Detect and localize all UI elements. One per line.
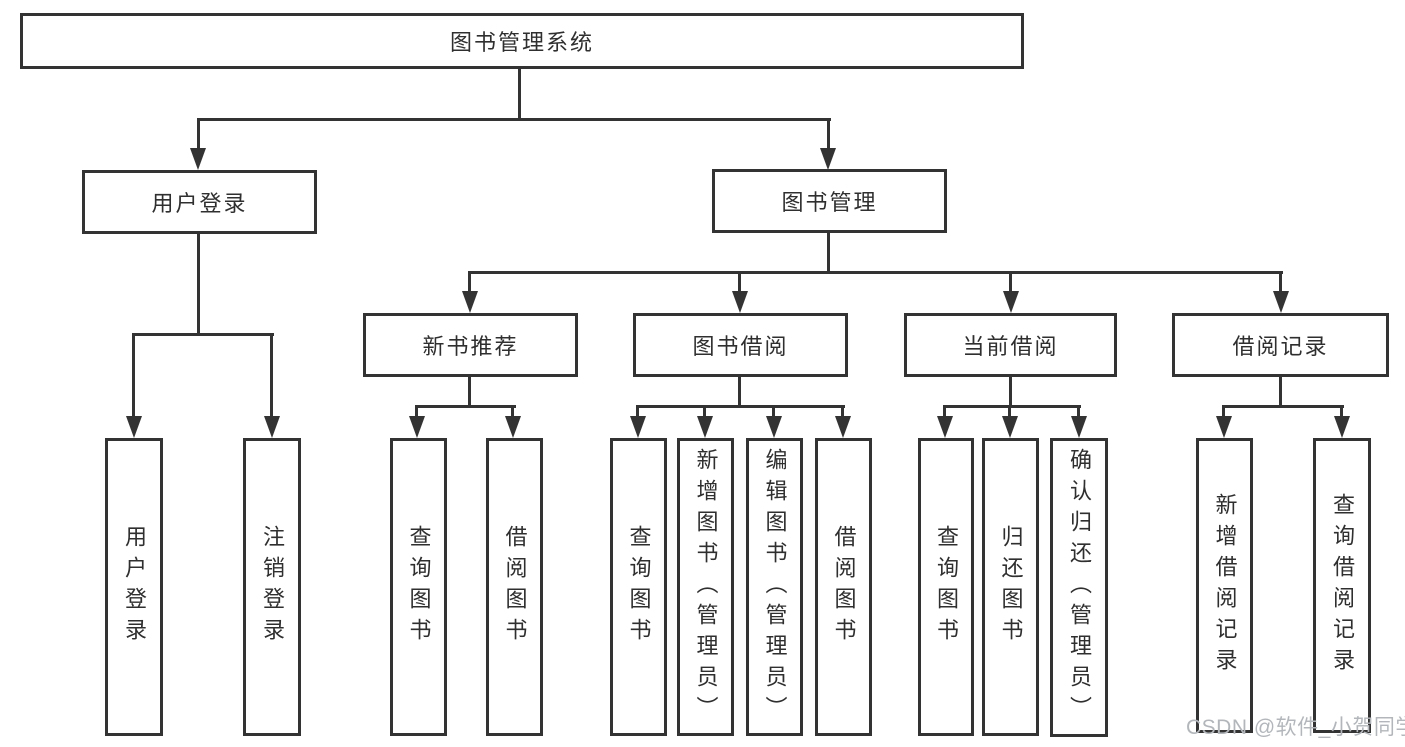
connector-leaf-drop xyxy=(943,405,946,418)
leaf-cb-return-books: 归还图书 xyxy=(982,438,1039,736)
connector-leaf-drop xyxy=(772,405,775,418)
arrowhead-down-icon xyxy=(697,416,713,438)
connector-leaf-rail xyxy=(943,405,1081,408)
leaf-nb-borrow-books: 借阅图书 xyxy=(486,438,543,736)
connector-leaf-rail xyxy=(416,405,516,408)
arrowhead-down-icon xyxy=(264,416,280,438)
connector-leaf-rail xyxy=(636,405,845,408)
watermark: CSDN @软件_小贺同学 xyxy=(1186,716,1405,739)
connector-leaf-rail xyxy=(1222,405,1344,408)
leaf-cb-query-books: 查询图书 xyxy=(918,438,974,736)
arrowhead-down-icon xyxy=(732,291,748,313)
leaf-bb-edit-books-admin: 编辑图书（管理员） xyxy=(746,438,803,736)
connector-leaf-drop xyxy=(703,405,706,418)
arrowhead-down-icon xyxy=(835,416,851,438)
node-book-borrow: 图书借阅 xyxy=(633,313,848,377)
connector-book-mgmt-stem xyxy=(827,233,830,274)
leaf-br-add-record: 新增借阅记录 xyxy=(1196,438,1253,733)
node-user-login: 用户登录 xyxy=(82,170,317,234)
leaf-cb-confirm-return-admin: 确认归还（管理员） xyxy=(1050,438,1108,737)
arrowhead-down-icon xyxy=(1273,291,1289,313)
leaf-logout-login: 注销登录 xyxy=(243,438,301,736)
leaf-bb-borrow-books: 借阅图书 xyxy=(815,438,872,736)
connector-node-drop xyxy=(738,271,741,293)
connector-stem xyxy=(738,377,741,408)
connector-node-drop xyxy=(1009,271,1012,293)
connector-user-login-drop xyxy=(197,118,200,150)
connector-leaf-drop xyxy=(132,333,135,418)
node-borrow-records: 借阅记录 xyxy=(1172,313,1389,377)
leaf-bb-query-books: 查询图书 xyxy=(610,438,667,736)
connector-root-stem xyxy=(518,69,521,121)
connector-leaf-drop xyxy=(1077,405,1080,418)
connector-stem xyxy=(1009,377,1012,408)
arrowhead-down-icon xyxy=(937,416,953,438)
connector-leaf-drop xyxy=(841,405,844,418)
connector-leaf-drop xyxy=(511,405,514,418)
connector-leaf-drop xyxy=(1222,405,1225,418)
node-book-management: 图书管理 xyxy=(712,169,947,233)
connector-node-drop xyxy=(468,271,471,293)
connector-leaf-drop xyxy=(1008,405,1011,418)
leaf-user-login: 用户登录 xyxy=(105,438,163,736)
connector-leaf-drop xyxy=(636,405,639,418)
arrowhead-down-icon xyxy=(1003,291,1019,313)
node-current-borrow: 当前借阅 xyxy=(904,313,1117,377)
connector-leaf-drop xyxy=(415,405,418,418)
arrowhead-down-icon xyxy=(1002,416,1018,438)
node-new-book-recommend: 新书推荐 xyxy=(363,313,578,377)
leaf-nb-query-books: 查询图书 xyxy=(390,438,447,736)
connector-leaf-drop xyxy=(1340,405,1343,418)
connector-user-login-stem xyxy=(197,234,200,336)
arrowhead-down-icon xyxy=(1071,416,1087,438)
connector-user-login-rail xyxy=(132,333,274,336)
arrowhead-down-icon xyxy=(820,148,836,170)
connector-leaf-drop xyxy=(270,333,273,418)
connector-book-mgmt-drop xyxy=(827,118,830,150)
connector-stem xyxy=(1279,377,1282,408)
connector-node-drop xyxy=(1279,271,1282,293)
arrowhead-down-icon xyxy=(126,416,142,438)
connector-level1-rail xyxy=(197,118,831,121)
arrowhead-down-icon xyxy=(630,416,646,438)
arrowhead-down-icon xyxy=(409,416,425,438)
leaf-bb-add-books-admin: 新增图书（管理员） xyxy=(677,438,734,736)
connector-stem xyxy=(468,377,471,408)
arrowhead-down-icon xyxy=(462,291,478,313)
leaf-br-query-record: 查询借阅记录 xyxy=(1313,438,1371,733)
arrowhead-down-icon xyxy=(505,416,521,438)
arrowhead-down-icon xyxy=(1334,416,1350,438)
arrowhead-down-icon xyxy=(190,148,206,170)
arrowhead-down-icon xyxy=(766,416,782,438)
arrowhead-down-icon xyxy=(1216,416,1232,438)
connector-level3-rail xyxy=(468,271,1283,274)
node-library-system: 图书管理系统 xyxy=(20,13,1024,69)
